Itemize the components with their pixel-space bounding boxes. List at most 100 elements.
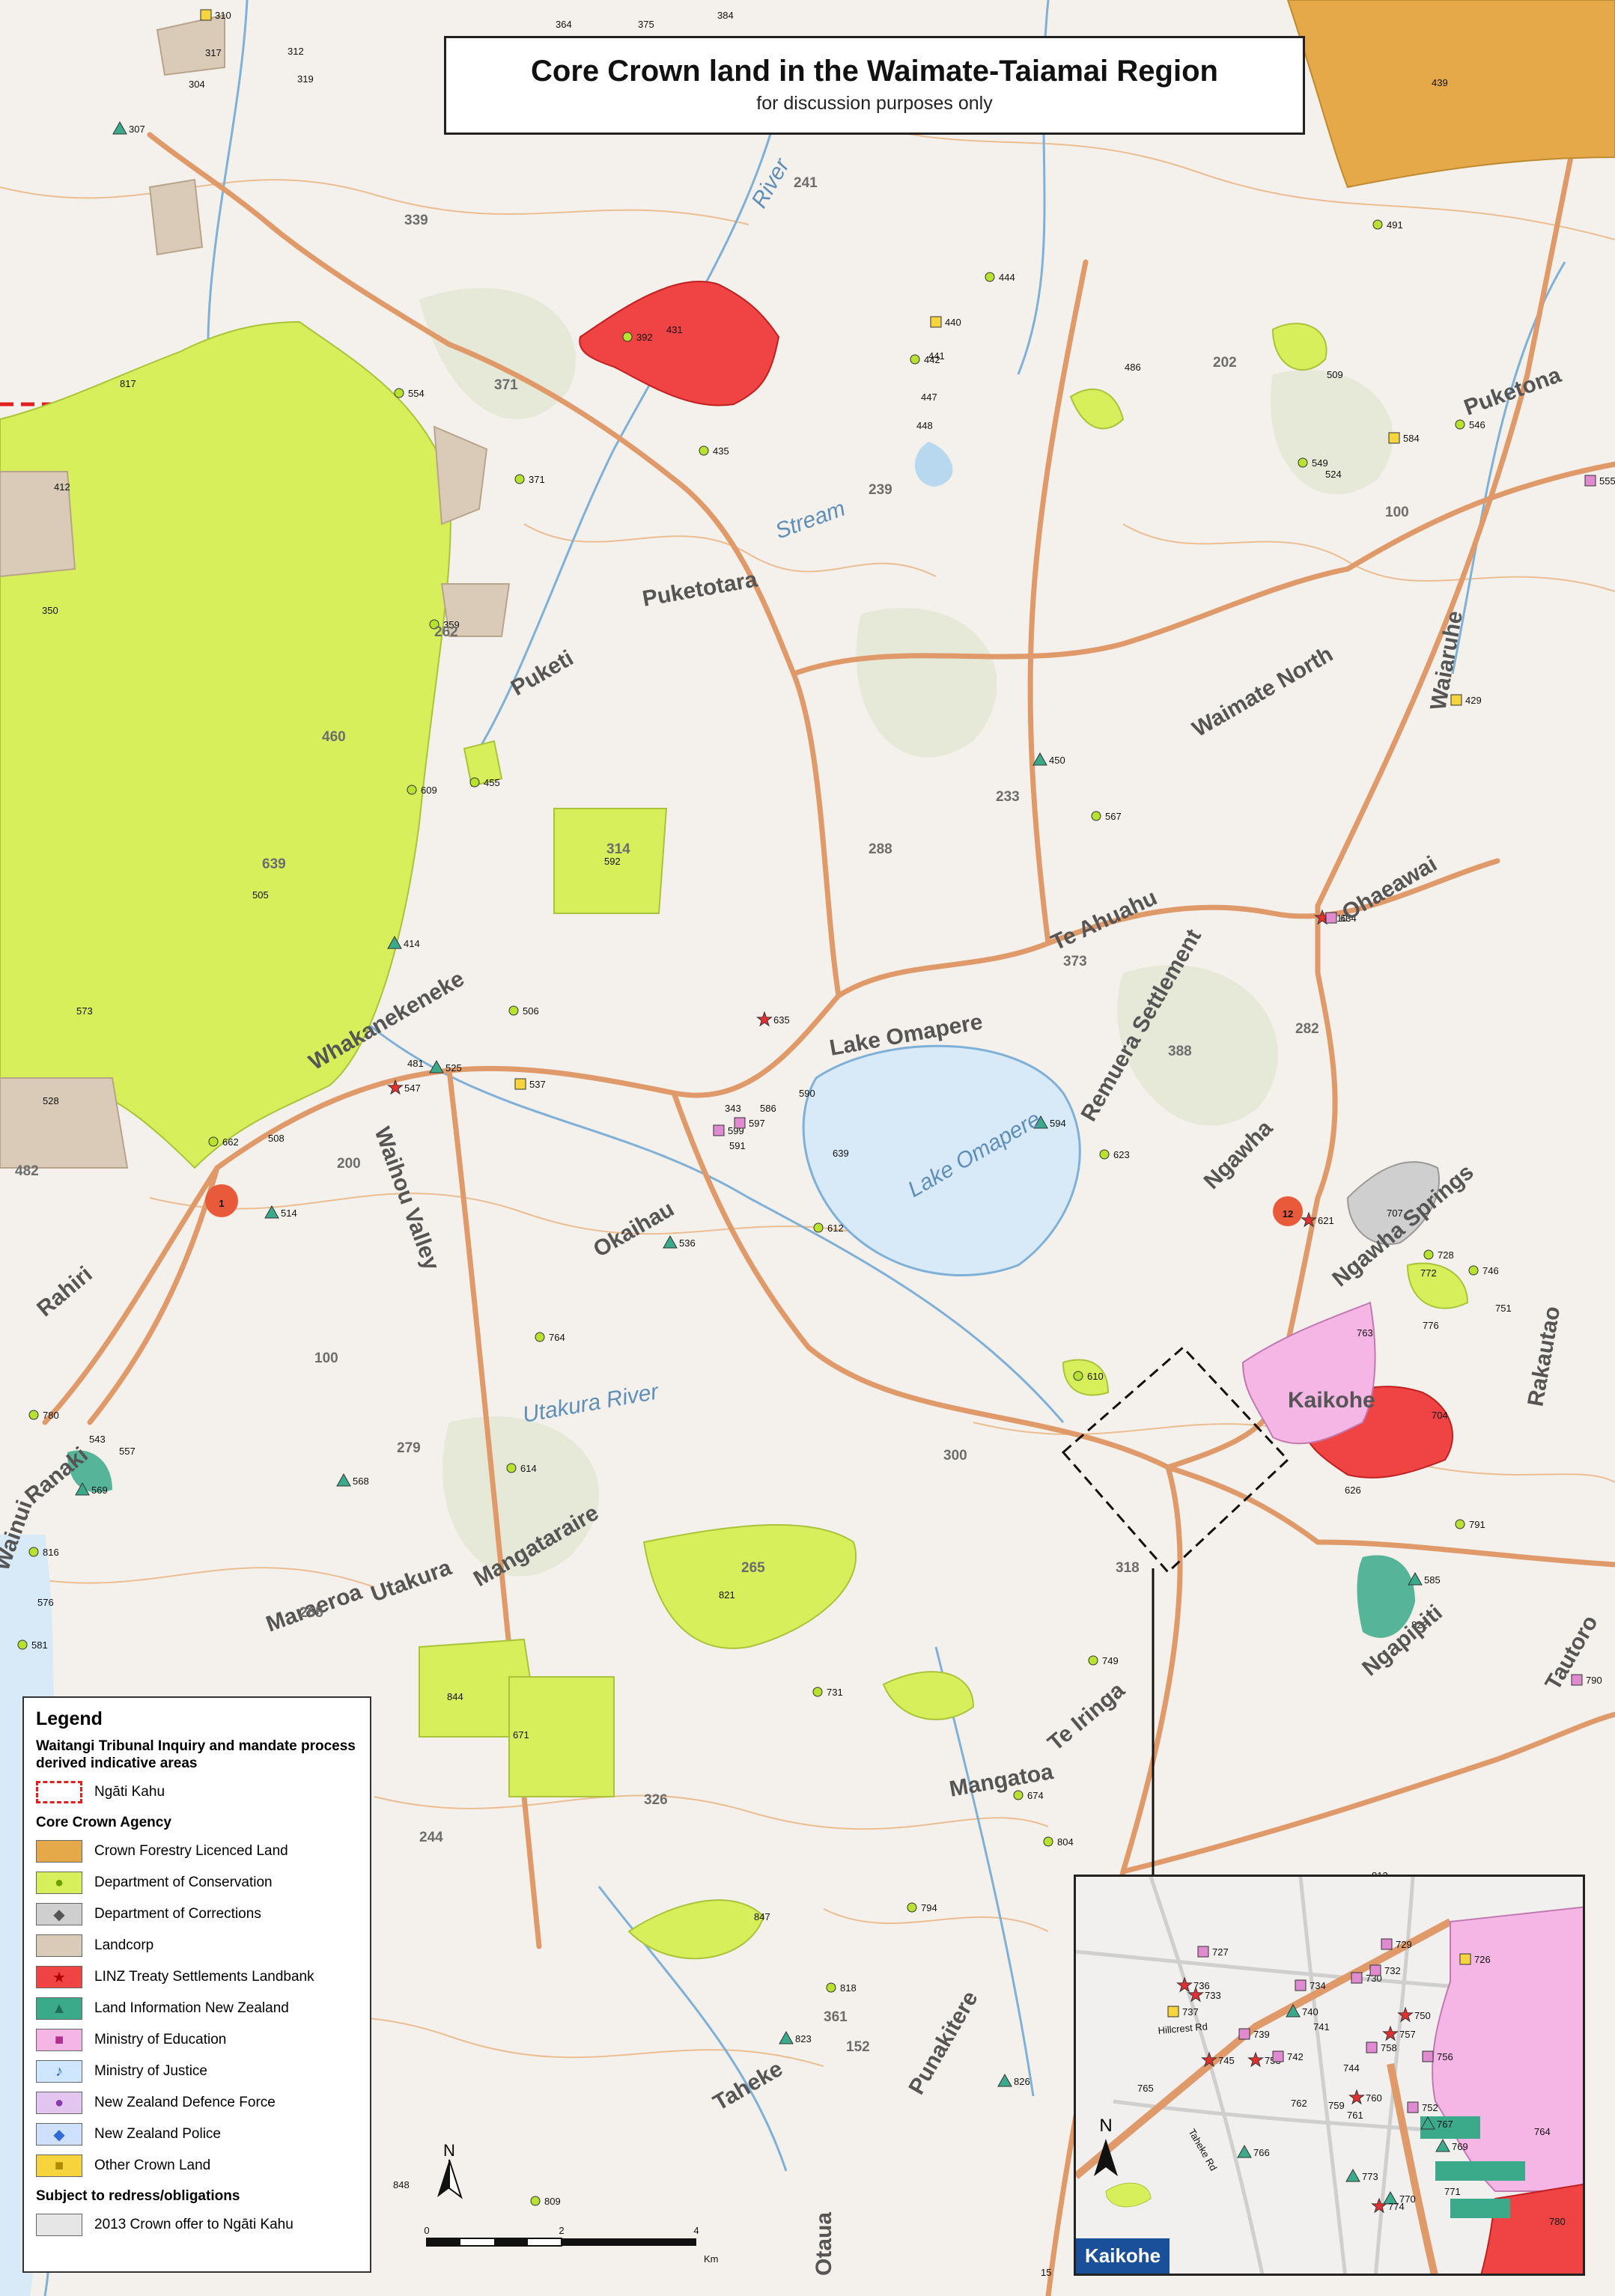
parcel-414[interactable]: 414 [387, 935, 420, 949]
parcel-674[interactable]: 674 [1013, 1790, 1044, 1801]
inset-parcel-767[interactable]: 767 [1420, 2116, 1453, 2130]
parcel-481[interactable]: 481 [407, 1058, 424, 1069]
inset-parcel-740[interactable]: 740 [1286, 2003, 1319, 2018]
parcel-623[interactable]: 623 [1099, 1149, 1130, 1160]
parcel-557[interactable]: 557 [119, 1446, 136, 1457]
parcel-442[interactable]: 442 [910, 354, 940, 365]
parcel-549[interactable]: 549 [1298, 457, 1328, 469]
inset-parcel-761[interactable]: 761 [1347, 2110, 1363, 2121]
inset-parcel-733[interactable]: 733 [1187, 1986, 1221, 2003]
parcel-597[interactable]: 597 [734, 1117, 765, 1129]
inset-parcel-759[interactable]: 759 [1328, 2100, 1345, 2111]
parcel-412[interactable]: 412 [54, 481, 70, 493]
parcel-486[interactable]: 486 [1125, 362, 1141, 373]
parcel-731[interactable]: 731 [812, 1687, 843, 1698]
parcel-822[interactable]: 822 [1411, 1619, 1428, 1630]
inset-parcel-760[interactable]: 760 [1348, 2089, 1382, 2105]
parcel-634[interactable]: 634 [1325, 912, 1357, 924]
parcel-749[interactable]: 749 [1088, 1655, 1119, 1666]
parcel-728[interactable]: 728 [1423, 1249, 1454, 1261]
parcel-809[interactable]: 809 [530, 2196, 561, 2207]
parcel-317[interactable]: 317 [205, 47, 222, 58]
inset-parcel-732[interactable]: 732 [1369, 1964, 1401, 1976]
inset-parcel-736[interactable]: 736 [1176, 1976, 1210, 1993]
inset-parcel-727[interactable]: 727 [1197, 1946, 1229, 1958]
parcel-429[interactable]: 429 [1450, 694, 1482, 706]
parcel-505[interactable]: 505 [252, 889, 269, 901]
inset-parcel-745[interactable]: 745 [1201, 2051, 1235, 2068]
parcel-508[interactable]: 508 [268, 1133, 285, 1144]
parcel-514[interactable]: 514 [264, 1205, 297, 1219]
parcel-816[interactable]: 816 [28, 1547, 59, 1558]
inset-parcel-734[interactable]: 734 [1295, 1979, 1326, 1991]
parcel-491[interactable]: 491 [1372, 219, 1403, 231]
parcel-573[interactable]: 573 [76, 1005, 93, 1017]
inset-parcel-756[interactable]: 756 [1422, 2050, 1453, 2062]
inset-parcel-765[interactable]: 765 [1137, 2083, 1154, 2094]
parcel-586[interactable]: 586 [760, 1103, 776, 1114]
parcel-435[interactable]: 435 [699, 445, 729, 457]
parcel-591[interactable]: 591 [729, 1140, 746, 1151]
parcel-455[interactable]: 455 [469, 777, 500, 788]
parcel-319[interactable]: 319 [297, 73, 314, 85]
parcel-848[interactable]: 848 [393, 2179, 410, 2190]
parcel-547[interactable]: 547 [387, 1079, 421, 1095]
parcel-384[interactable]: 384 [717, 10, 734, 21]
parcel-555[interactable]: 555 [1584, 475, 1615, 487]
inset-parcel-752[interactable]: 752 [1407, 2101, 1438, 2113]
parcel-304[interactable]: 304 [189, 79, 205, 90]
inset-parcel-742[interactable]: 742 [1272, 2050, 1304, 2062]
parcel-448[interactable]: 448 [916, 420, 933, 431]
parcel-554[interactable]: 554 [394, 388, 425, 399]
parcel-746[interactable]: 746 [1468, 1265, 1499, 1276]
parcel-594[interactable]: 594 [1033, 1115, 1066, 1129]
inset-parcel-729[interactable]: 729 [1381, 1938, 1412, 1950]
inset-parcel-773[interactable]: 773 [1345, 2168, 1378, 2182]
parcel-764[interactable]: 764 [535, 1332, 565, 1343]
inset-parcel-770[interactable]: 770 [1383, 2190, 1416, 2205]
parcel-525[interactable]: 525 [429, 1059, 462, 1074]
parcel-590[interactable]: 590 [799, 1088, 815, 1099]
parcel-772[interactable]: 772 [1420, 1267, 1437, 1279]
parcel-592[interactable]: 592 [604, 856, 621, 867]
parcel-826[interactable]: 826 [997, 2073, 1030, 2087]
parcel-671[interactable]: 671 [513, 1729, 529, 1741]
parcel-626[interactable]: 626 [1345, 1485, 1361, 1496]
parcel-818[interactable]: 818 [826, 1982, 857, 1994]
parcel-506[interactable]: 506 [508, 1005, 539, 1017]
parcel-581[interactable]: 581 [17, 1639, 48, 1651]
parcel-635[interactable]: 635 [756, 1011, 790, 1027]
parcel-450[interactable]: 450 [1032, 752, 1065, 766]
parcel-568[interactable]: 568 [336, 1473, 369, 1487]
parcel-763[interactable]: 763 [1357, 1327, 1373, 1339]
parcel-610[interactable]: 610 [1073, 1371, 1104, 1382]
parcel-343[interactable]: 343 [725, 1103, 741, 1114]
parcel-780[interactable]: 780 [28, 1410, 59, 1421]
parcel-847[interactable]: 847 [754, 1911, 770, 1922]
parcel-524[interactable]: 524 [1325, 469, 1342, 480]
inset-parcel-764[interactable]: 764 [1534, 2126, 1551, 2137]
parcel-639[interactable]: 639 [833, 1148, 849, 1159]
parcel-439[interactable]: 439 [1432, 77, 1448, 88]
inset-parcel-741[interactable]: 741 [1313, 2021, 1330, 2032]
parcel-441[interactable]: 441 [928, 350, 945, 362]
parcel-543[interactable]: 543 [89, 1434, 106, 1445]
parcel-804[interactable]: 804 [1043, 1836, 1074, 1848]
parcel-791[interactable]: 791 [1455, 1519, 1485, 1530]
parcel-576[interactable]: 576 [37, 1597, 54, 1608]
inset-parcel-739[interactable]: 739 [1238, 2028, 1270, 2040]
inset-parcel-780[interactable]: 780 [1549, 2216, 1566, 2227]
parcel-312[interactable]: 312 [288, 46, 304, 57]
parcel-621[interactable]: 621 [1301, 1211, 1334, 1228]
parcel-614[interactable]: 614 [506, 1463, 537, 1474]
parcel-584[interactable]: 584 [1388, 432, 1420, 444]
parcel-375[interactable]: 375 [638, 19, 654, 30]
parcel-612[interactable]: 612 [813, 1222, 844, 1234]
inset-parcel-766[interactable]: 766 [1237, 2144, 1270, 2158]
parcel-662[interactable]: 662 [208, 1136, 239, 1148]
inset-parcel-762[interactable]: 762 [1291, 2098, 1307, 2109]
parcel-823[interactable]: 823 [779, 2030, 812, 2044]
inset-parcel-774[interactable]: 774 [1371, 2197, 1405, 2214]
inset-parcel-757[interactable]: 757 [1382, 2025, 1416, 2041]
